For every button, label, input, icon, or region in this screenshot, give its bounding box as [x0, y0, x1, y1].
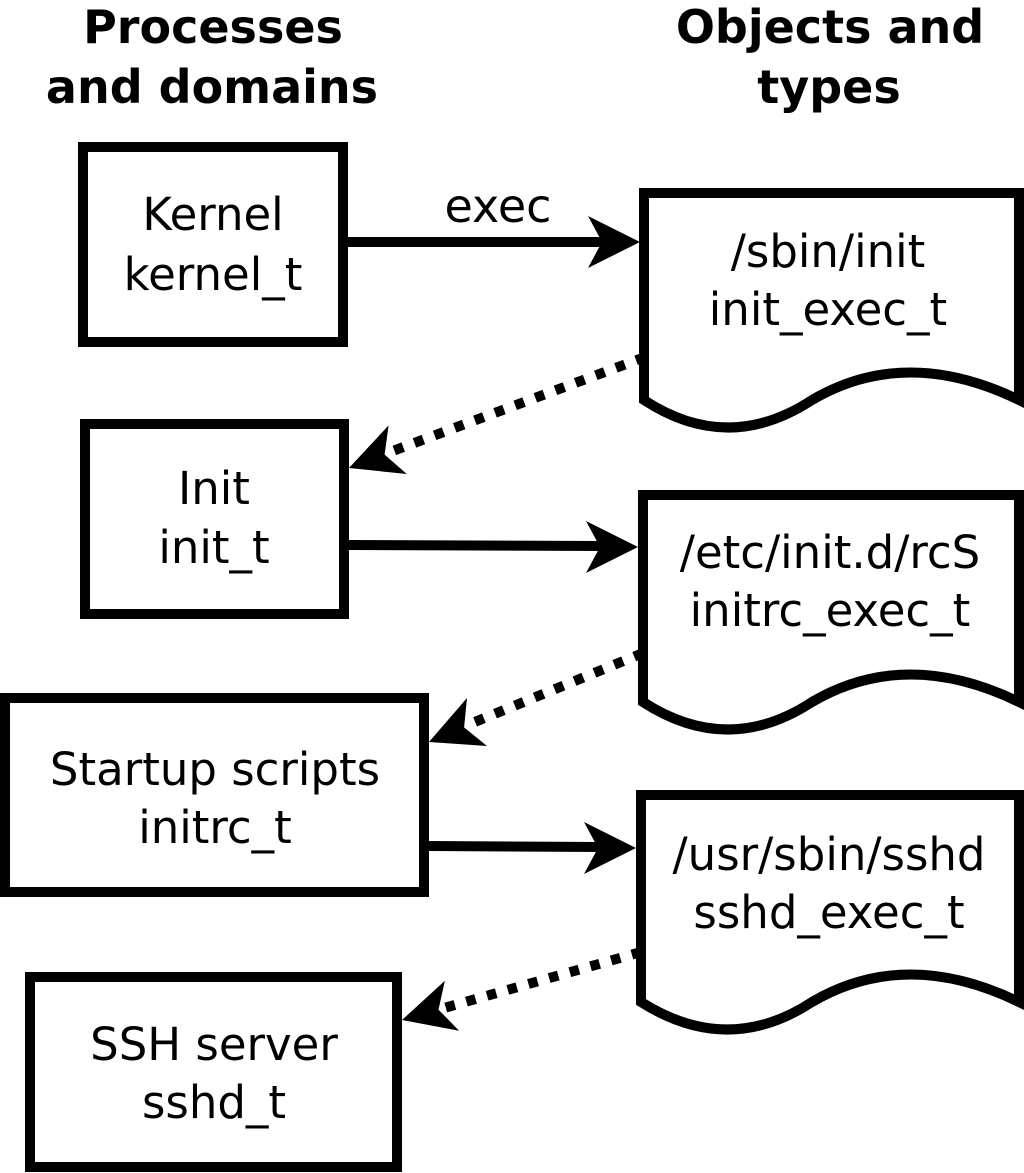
document-shape [639, 188, 1024, 433]
object-node-sbin-init: /sbin/init init_exec_t [639, 188, 1024, 433]
column-header-objects: Objects and types [676, 0, 984, 114]
header-objects-line2: types [757, 60, 900, 114]
object-type-label: init_exec_t [709, 283, 947, 336]
object-path-label: /etc/init.d/rcS [680, 526, 980, 579]
dotted-arrow-sbin-init-to-init [349, 352, 647, 474]
document-shape [638, 490, 1024, 735]
solid-arrow-line [348, 540, 603, 551]
process-node-init: Init init_t [80, 419, 349, 619]
object-node-etc-initd-rcs: /etc/init.d/rcS initrc_exec_t [638, 490, 1024, 735]
process-label: Init [178, 462, 250, 515]
process-box [25, 972, 402, 1172]
object-type-label: sshd_exec_t [693, 886, 964, 939]
arrowhead-left-icon [349, 425, 407, 474]
exec-edge-label: exec [445, 179, 552, 233]
arrowhead-left-icon [429, 698, 487, 746]
solid-arrow-init-to-etc-initd-rcs [348, 521, 638, 573]
dotted-arrow-line [442, 947, 643, 1013]
process-type-label: sshd_t [142, 1076, 286, 1129]
dotted-arrow-rcs-to-startup-scripts [429, 648, 645, 746]
process-box [80, 419, 349, 619]
process-node-ssh-server: SSH server sshd_t [25, 972, 402, 1172]
process-label: SSH server [90, 1018, 338, 1071]
object-path-label: /sbin/init [731, 225, 926, 278]
column-header-processes: Processes and domains [46, 0, 378, 114]
process-type-label: initrc_t [138, 801, 292, 854]
object-node-usr-sbin-sshd: /usr/sbin/sshd sshd_exec_t [636, 790, 1024, 1035]
arrowhead-right-icon [588, 216, 640, 268]
process-label: Startup scripts [50, 743, 380, 796]
header-objects-line1: Objects and [676, 0, 984, 54]
process-node-startup-scripts: Startup scripts initrc_t [0, 693, 429, 897]
process-node-kernel: Kernel kernel_t [78, 142, 348, 347]
object-path-label: /usr/sbin/sshd [673, 828, 986, 881]
process-type-label: kernel_t [124, 248, 303, 301]
arrowhead-right-icon [584, 822, 636, 874]
dotted-arrow-sshd-to-ssh-server [402, 947, 643, 1031]
solid-arrow-kernel-to-sbin-init [348, 216, 640, 268]
document-shape [636, 790, 1024, 1035]
dotted-arrow-line [388, 352, 647, 457]
arrowhead-left-icon [402, 980, 460, 1031]
process-label: Kernel [142, 188, 283, 241]
solid-arrow-line [428, 841, 601, 852]
arrowhead-right-icon [586, 521, 638, 573]
header-processes-line2: and domains [46, 60, 378, 114]
header-processes-line1: Processes [83, 0, 343, 54]
process-type-label: init_t [158, 521, 269, 574]
object-type-label: initrc_exec_t [690, 584, 971, 637]
dotted-arrow-line [468, 648, 645, 729]
process-box [0, 693, 429, 897]
solid-arrow-initrc-to-usr-sbin-sshd [428, 822, 636, 874]
process-box [78, 142, 348, 347]
